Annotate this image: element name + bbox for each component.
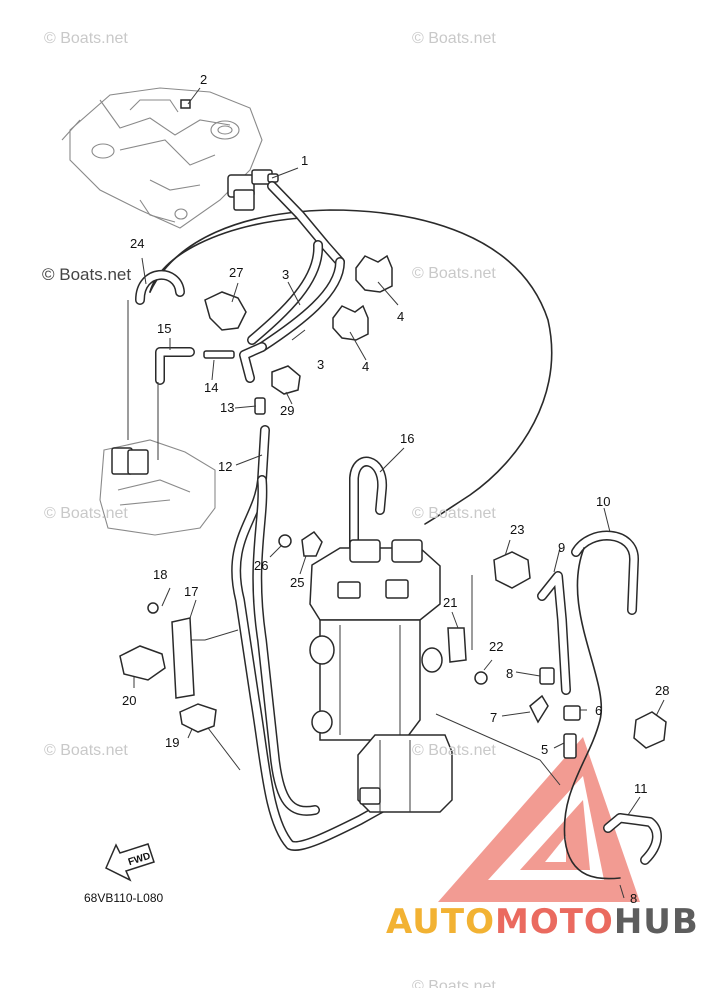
brand-logo-part: MOTO <box>494 902 614 942</box>
callout-13: 13 <box>220 400 235 415</box>
callout-24: 24 <box>130 236 145 251</box>
watermark: © Boats.net <box>412 30 496 47</box>
watermark: © Boats.net <box>412 978 496 988</box>
fuel-separator <box>309 539 443 741</box>
callout-21: 21 <box>443 595 458 610</box>
bolt-18 <box>147 602 159 614</box>
watermark: © Boats.net <box>42 265 132 284</box>
callout-16: 16 <box>400 431 415 446</box>
clip-28 <box>633 711 667 749</box>
lower-canister <box>357 734 453 813</box>
hose-12 <box>231 425 390 851</box>
callout-1: 1 <box>301 153 309 168</box>
clip-19 <box>179 703 217 733</box>
callout-19: 19 <box>165 735 180 750</box>
right-hoses <box>537 530 662 880</box>
brand-logo: AUTOMOTOHUB <box>386 902 699 942</box>
callout-3: 3 <box>317 357 325 372</box>
callout-14: 14 <box>204 380 219 395</box>
fitting-13 <box>254 397 266 415</box>
lower-engine-drawing <box>99 300 216 536</box>
callout-27: 27 <box>229 265 244 280</box>
callout-8: 8 <box>506 666 514 681</box>
clip-23 <box>493 551 531 589</box>
fitting-7 <box>529 694 549 724</box>
callout-10: 10 <box>596 494 611 509</box>
logo-triangle <box>438 737 640 902</box>
callout-4: 4 <box>397 309 405 324</box>
callout-4: 4 <box>362 359 370 374</box>
hose-3 <box>239 181 345 383</box>
callout-5: 5 <box>541 742 549 757</box>
clip-29 <box>271 365 301 395</box>
fwd-arrow <box>105 843 155 882</box>
bracket-21 <box>447 627 467 663</box>
fitting-6 <box>563 705 581 721</box>
callout-8: 8 <box>630 891 638 906</box>
intake-manifold-drawing <box>61 87 263 229</box>
fitting-8 <box>539 667 555 685</box>
diagram-code: 68VB110-L080 <box>84 891 164 905</box>
watermark: © Boats.net <box>44 30 128 47</box>
fitting-5 <box>563 733 577 759</box>
callout-11: 11 <box>634 781 648 796</box>
callout-23: 23 <box>510 522 525 537</box>
clip-27 <box>204 291 247 331</box>
clip-20 <box>119 645 166 681</box>
callout-6: 6 <box>595 703 603 718</box>
callout-22: 22 <box>489 639 504 654</box>
clip-25 <box>301 530 323 557</box>
callout-17: 17 <box>184 584 199 599</box>
watermark: © Boats.net <box>412 265 496 282</box>
callout-25: 25 <box>290 575 305 590</box>
callout-29: 29 <box>280 403 295 418</box>
fitting-14 <box>203 350 235 359</box>
callout-26: 26 <box>254 558 269 573</box>
clip-4 <box>332 254 393 341</box>
bracket-17 <box>171 617 195 699</box>
callout-15: 15 <box>157 321 172 336</box>
watermark: © Boats.net <box>412 742 496 759</box>
callout-3: 3 <box>282 267 290 282</box>
hose-15 <box>155 347 195 385</box>
part-2-bolt <box>180 99 191 109</box>
callout-28: 28 <box>655 683 670 698</box>
callout-9: 9 <box>558 540 566 555</box>
callout-7: 7 <box>490 710 498 725</box>
brand-logo-part: HUB <box>613 902 699 942</box>
bolt-22 <box>474 671 488 685</box>
callout-12: 12 <box>218 459 233 474</box>
watermark: © Boats.net <box>44 742 128 759</box>
part-1-sensor <box>227 169 279 211</box>
callout-18: 18 <box>153 567 168 582</box>
callout-20: 20 <box>122 693 137 708</box>
brand-logo-part: AUTO <box>386 902 495 942</box>
long-vent-tube <box>149 209 553 525</box>
watermark: © Boats.net <box>412 505 496 522</box>
bolt-26 <box>278 534 292 548</box>
callout-2: 2 <box>200 72 208 87</box>
watermark: © Boats.net <box>44 505 128 522</box>
